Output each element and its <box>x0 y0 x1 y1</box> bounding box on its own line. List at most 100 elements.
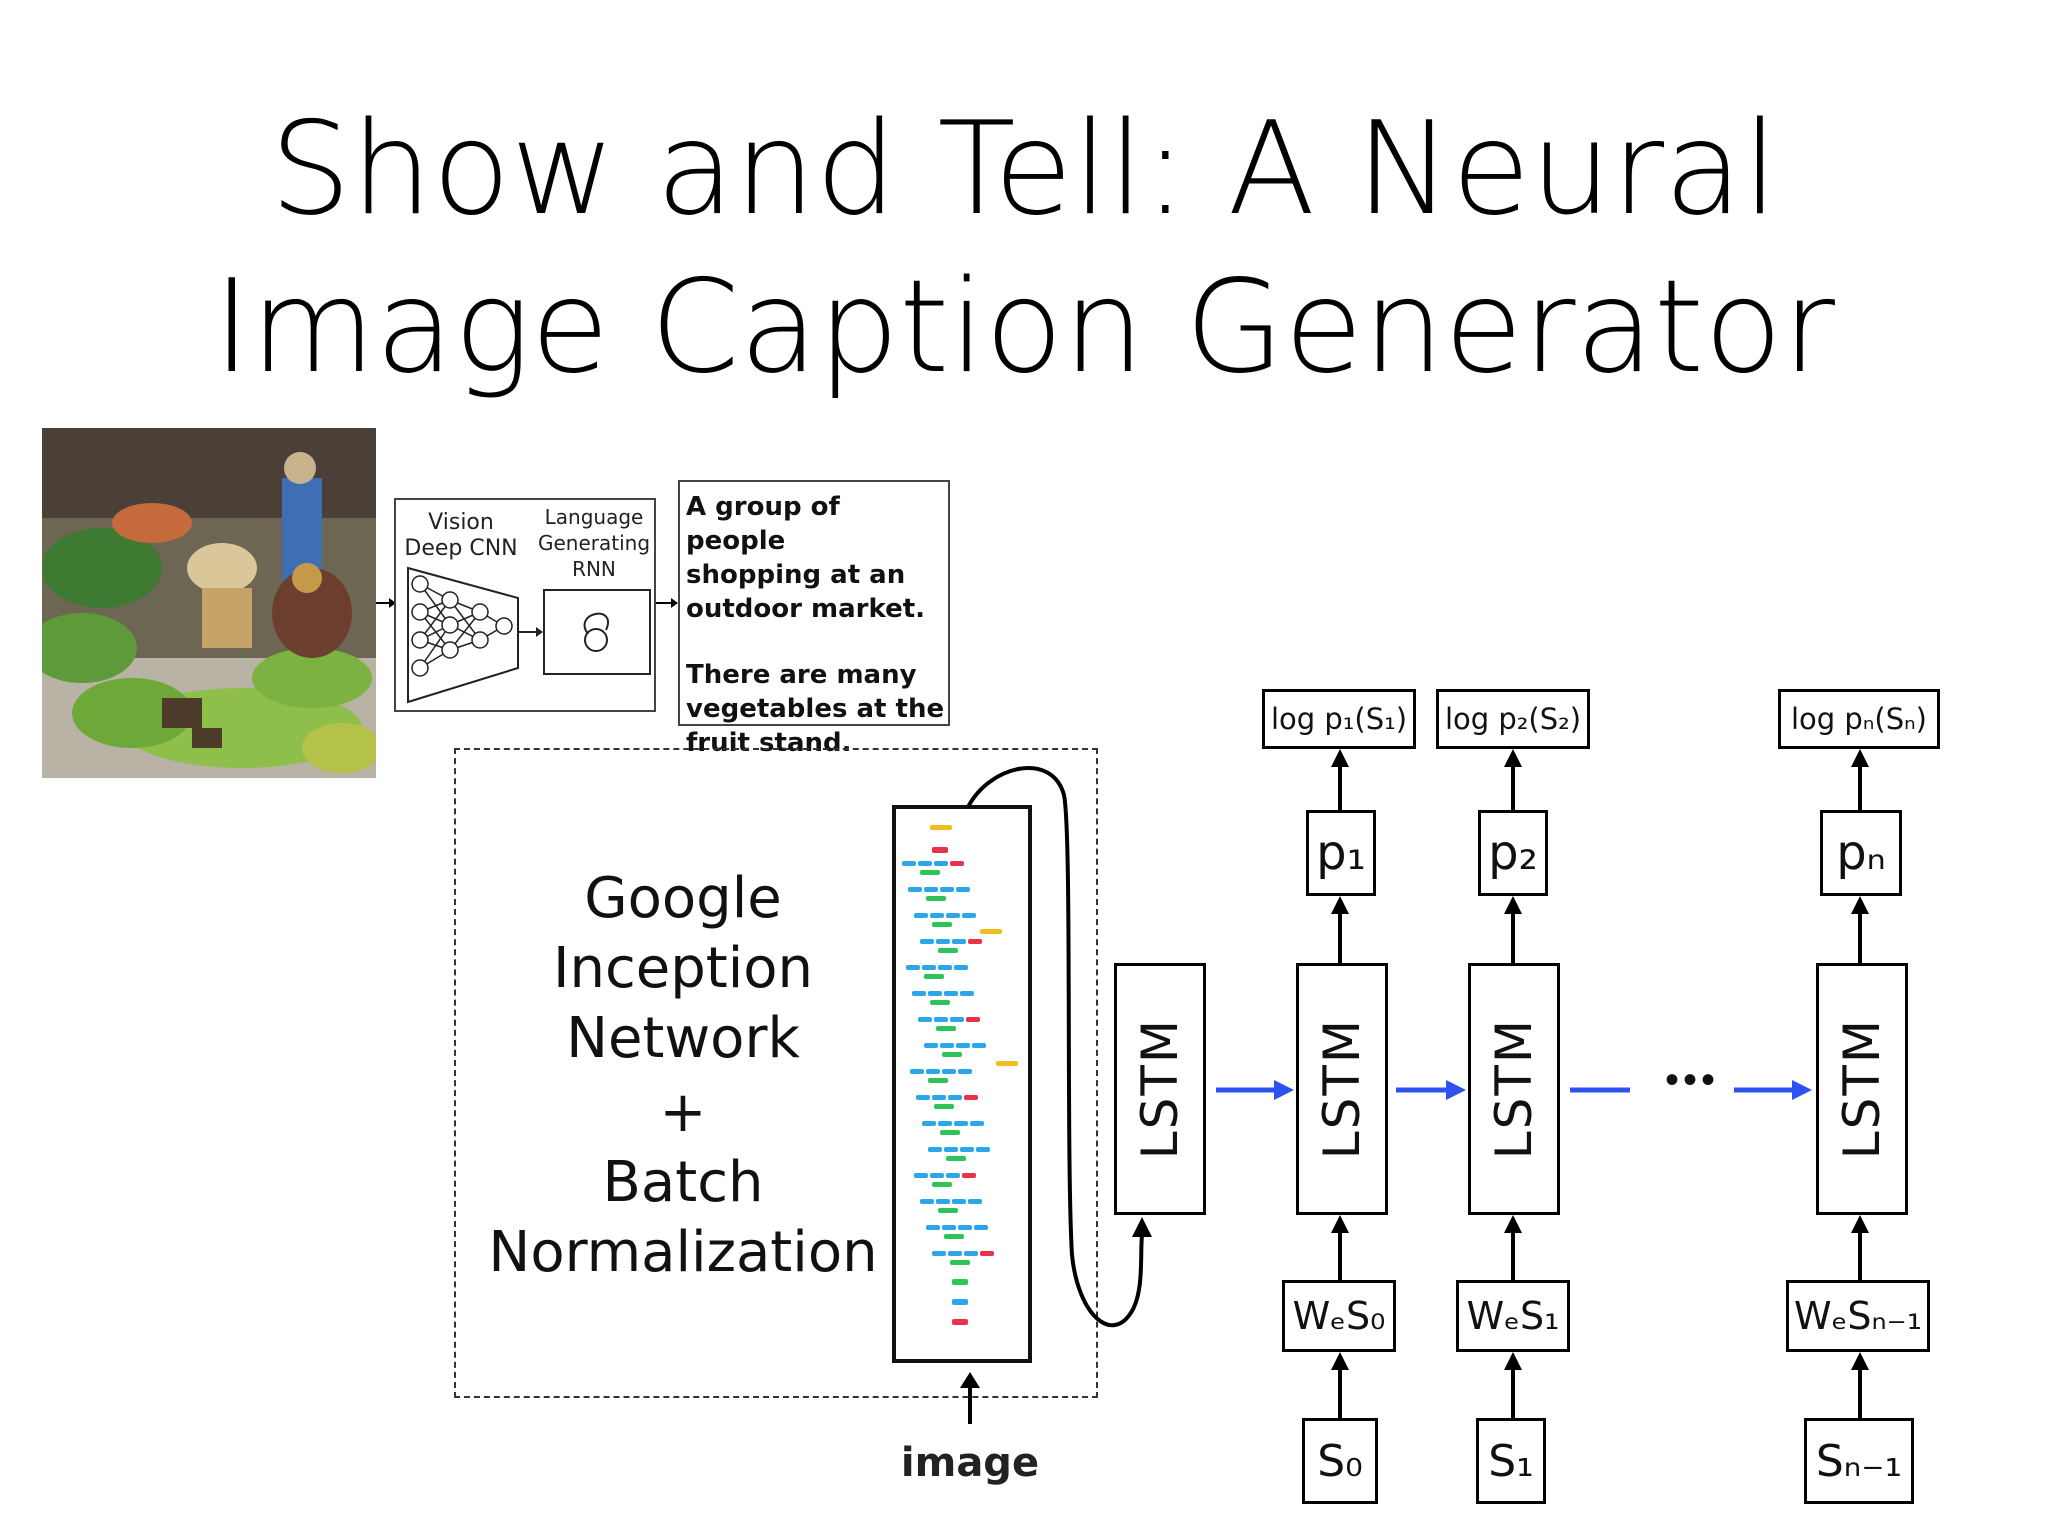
embedding-box-n-minus-1: WₑSₙ₋₁ <box>1786 1280 1930 1352</box>
inception-conv-block <box>962 1173 976 1178</box>
input-word-box-1: S₁ <box>1476 1418 1546 1504</box>
inception-conv-block <box>944 1147 958 1152</box>
embedding-box-1: WₑS₁ <box>1456 1280 1570 1352</box>
inception-conv-block <box>940 1043 954 1048</box>
inception-text-inception: Inception <box>552 936 814 1001</box>
inception-conv-block <box>930 1173 944 1178</box>
caption-line-2: shopping at an <box>686 560 906 590</box>
inception-text-plus: + <box>659 1080 707 1145</box>
inception-conv-block <box>980 1251 994 1256</box>
caption-box: A group of people shopping at an outdoor… <box>678 480 950 758</box>
inception-conv-block <box>942 1225 956 1230</box>
image-label: image <box>900 1440 1040 1486</box>
inception-conv-block <box>948 1095 962 1100</box>
inception-conv-block <box>920 1199 934 1204</box>
inception-conv-block <box>946 1173 960 1178</box>
arrow-ellipsis-to-lstm-n <box>1734 1080 1812 1100</box>
ellipsis: ••• <box>1664 1058 1719 1102</box>
inception-conv-block <box>936 939 950 944</box>
caption-line-5: vegetables at the <box>686 694 945 724</box>
inception-conv-block <box>914 1173 928 1178</box>
up-arrow-head <box>1504 896 1522 914</box>
inception-conv-block <box>926 1069 940 1074</box>
inception-conv-block <box>942 1069 956 1074</box>
inception-conv-block <box>944 991 958 996</box>
inception-conv-block <box>928 1147 942 1152</box>
inception-text-normalization: Normalization <box>488 1220 878 1285</box>
vision-language-diagram: Vision Deep CNN Language Generating RNN <box>394 498 656 712</box>
log-prob-box-n: log pₙ(Sₙ) <box>1778 689 1940 749</box>
inception-conv-block <box>968 1199 982 1204</box>
inception-conv-block <box>962 913 976 918</box>
vision-label-line-1: Vision <box>428 510 494 535</box>
inception-softmax-block <box>930 825 952 830</box>
arrow-lstm-1-to-2 <box>1396 1080 1466 1100</box>
inception-conv-block <box>930 913 944 918</box>
prob-box-2: p₂ <box>1478 810 1548 896</box>
inception-concat-block <box>950 1260 970 1265</box>
inception-conv-block <box>918 861 932 866</box>
inception-layer-block <box>952 1299 968 1305</box>
inception-concat-block <box>926 896 946 901</box>
inception-conv-block <box>914 913 928 918</box>
inception-conv-block <box>912 991 926 996</box>
caption-line-3: outdoor market. <box>686 594 926 624</box>
input-word-box-0: S₀ <box>1302 1418 1378 1504</box>
inception-conv-block <box>958 1069 972 1074</box>
inception-conv-block <box>948 1251 962 1256</box>
inception-concat-block <box>934 1104 954 1109</box>
inception-conv-block <box>952 939 966 944</box>
up-arrow-head <box>1504 749 1522 767</box>
arrow-image-up <box>960 1372 980 1424</box>
up-arrow-head <box>1851 749 1869 767</box>
inception-conv-block <box>934 861 948 866</box>
inception-conv-block <box>932 1251 946 1256</box>
inception-conv-block <box>952 1199 966 1204</box>
inception-text-google: Google <box>584 866 782 931</box>
inception-conv-block <box>968 939 982 944</box>
inception-conv-block <box>926 1225 940 1230</box>
market-photo <box>27 428 382 778</box>
up-arrow-head <box>1331 749 1349 767</box>
inception-conv-block <box>956 887 970 892</box>
arrow-lstm-0-to-1 <box>1216 1080 1294 1100</box>
inception-concat-block <box>932 1182 952 1187</box>
inception-conv-block <box>976 1147 990 1152</box>
arrow-inception-to-lstm <box>966 766 1152 1328</box>
inception-conv-block <box>964 1095 978 1100</box>
inception-concat-block <box>944 1234 964 1239</box>
inception-conv-block <box>936 1199 950 1204</box>
inception-concat-block <box>942 1052 962 1057</box>
prob-box-1: p₁ <box>1306 810 1376 896</box>
up-arrow-head <box>1851 1352 1869 1370</box>
inception-conv-block <box>922 965 936 970</box>
inception-conv-block <box>956 1043 970 1048</box>
inception-concat-block <box>928 1078 948 1083</box>
up-arrow-head <box>1851 1215 1869 1233</box>
language-label-line-2: Generating <box>537 531 651 555</box>
caption-line-1: A group of people <box>686 492 840 556</box>
up-arrow-head <box>1504 1352 1522 1370</box>
inception-layer-block <box>952 1319 968 1325</box>
language-label-line-1: Language <box>544 505 644 529</box>
vision-label-line-2: Deep CNN <box>404 536 518 561</box>
up-arrow-head <box>1851 896 1869 914</box>
slide-title-line-1: Show and Tell: A Neural <box>269 95 1779 244</box>
inception-text-batch: Batch <box>602 1150 764 1215</box>
inception-conv-block <box>906 965 920 970</box>
inception-concat-block <box>924 974 944 979</box>
inception-conv-block <box>964 1251 978 1256</box>
up-arrow-head <box>1331 1215 1349 1233</box>
inception-conv-block <box>910 1069 924 1074</box>
inception-conv-block <box>932 1095 946 1100</box>
embedding-box-0: WₑS₀ <box>1282 1280 1396 1352</box>
inception-layer-block <box>932 847 948 853</box>
inception-conv-block <box>972 1043 986 1048</box>
inception-description: Google Inception Network + Batch Normali… <box>480 864 886 1288</box>
input-word-box-n-minus-1: Sₙ₋₁ <box>1804 1418 1914 1504</box>
language-label-line-3: RNN <box>572 557 616 581</box>
lstm-box-step-n: LSTM <box>1816 963 1908 1215</box>
inception-concat-block <box>920 870 940 875</box>
inception-conv-block <box>928 991 942 996</box>
